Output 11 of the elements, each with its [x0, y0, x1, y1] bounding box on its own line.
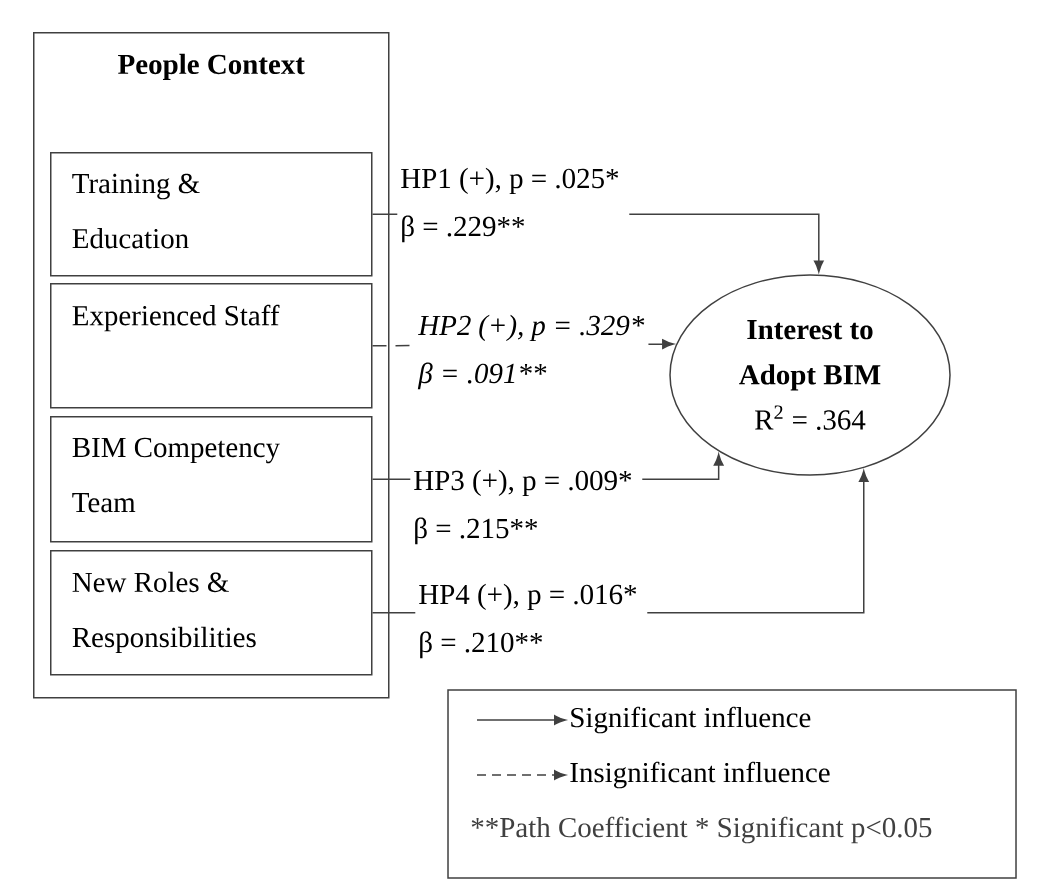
edge-label: HP2 (+), p = .329* β = .091**: [415, 311, 648, 393]
legend-text: Significant influence: [571, 706, 811, 734]
factor-box: New Roles & Responsibilities: [50, 550, 373, 676]
edge-label: HP4 (+), p = .016* β = .210**: [415, 580, 648, 662]
factor-box: Training & Education: [50, 152, 373, 277]
note-text: **Path Coefficient * Significant p<0.05: [471, 816, 932, 844]
edge-label: HP3 (+), p = .009* β = .215**: [410, 466, 643, 548]
legend-text: Insignificant influence: [570, 761, 830, 789]
factor-box: Experienced Staff: [50, 283, 373, 409]
factor-box: BIM Competency Team: [50, 416, 373, 543]
edge-label: HP1 (+), p = .025* β = .229**: [397, 164, 630, 246]
